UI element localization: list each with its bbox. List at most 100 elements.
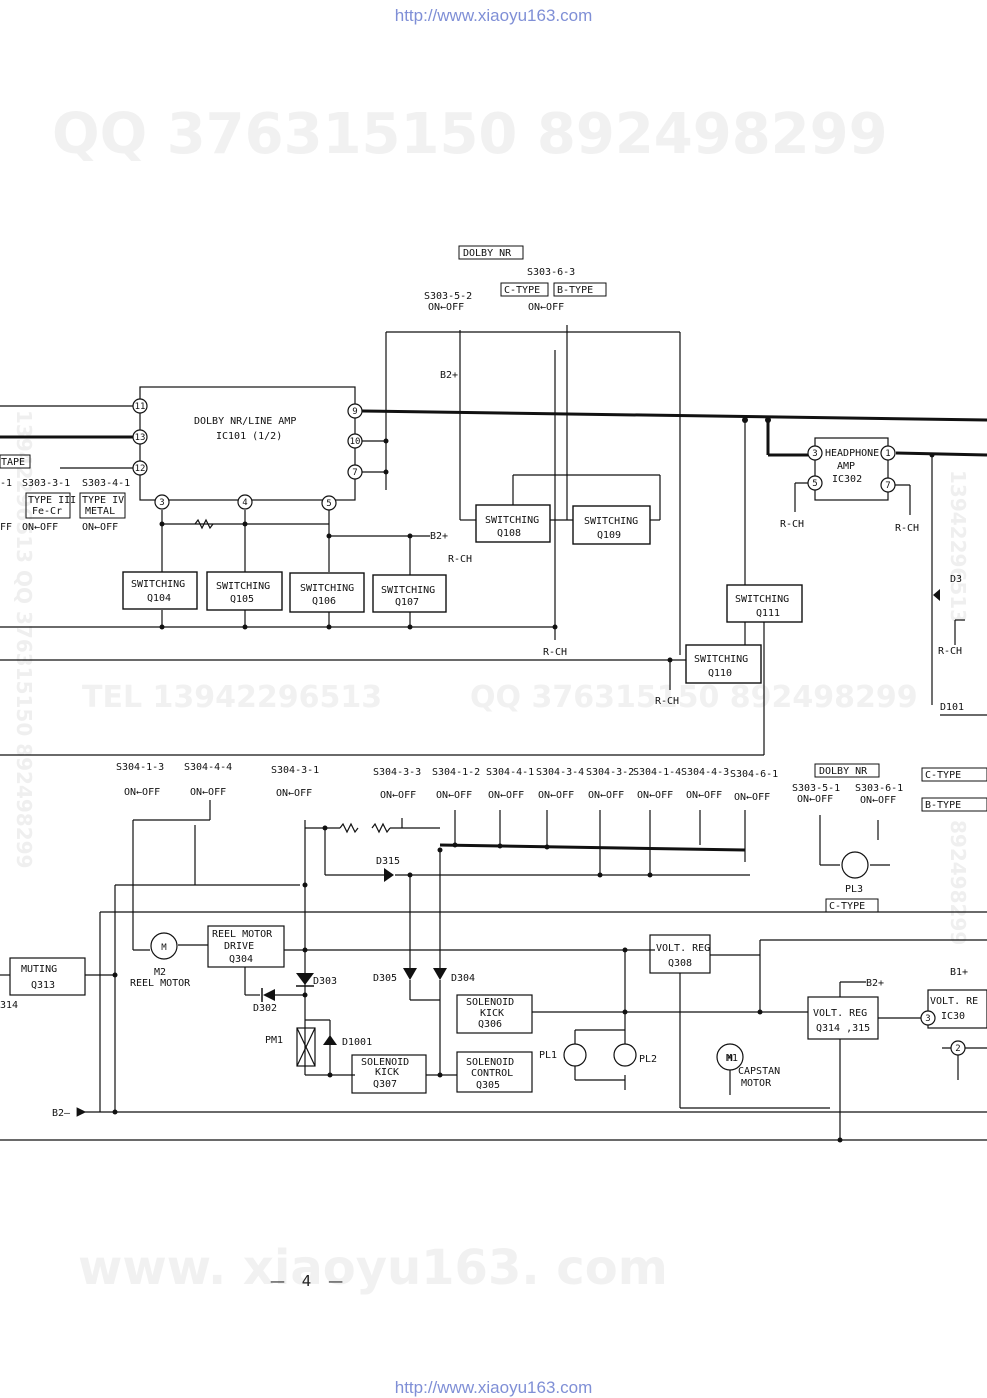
reel-drive-label-1: REEL MOTOR bbox=[212, 929, 273, 940]
s303-6-3-label: S303-6-3 bbox=[527, 267, 575, 278]
switching-q106-id: Q106 bbox=[312, 596, 336, 607]
lamp-pl2 bbox=[613, 1043, 637, 1067]
d1001-label: D1001 bbox=[342, 1037, 372, 1048]
b-type-right-label: B-TYPE bbox=[925, 800, 961, 811]
s304-4-4-label: S304-4-4 bbox=[184, 762, 232, 773]
solenoid-control-label-3: Q305 bbox=[476, 1080, 500, 1091]
ic30-partial-label: IC30 bbox=[941, 1011, 965, 1022]
r-ch-label-6: R-CH bbox=[938, 646, 962, 657]
s304-4-4-on-off: ON←OFF bbox=[190, 787, 226, 798]
switching-q105-label: SWITCHING bbox=[216, 581, 270, 592]
pm1-solenoid bbox=[296, 1027, 316, 1067]
r-ch-label-1: R-CH bbox=[780, 519, 804, 530]
bz-minus-label: B2— bbox=[52, 1108, 71, 1119]
s303-4-1-on-off: ON←OFF bbox=[82, 522, 118, 533]
r-ch-label-3: R-CH bbox=[448, 554, 472, 565]
type-iii-label-1: TYPE III bbox=[28, 495, 76, 506]
resistors bbox=[194, 518, 391, 834]
motor-label: MOTOR bbox=[741, 1078, 772, 1089]
switching-q104-id: Q104 bbox=[147, 593, 171, 604]
s303-5-1-on-off: ON←OFF bbox=[797, 794, 833, 805]
pl2-label: PL2 bbox=[639, 1054, 657, 1065]
r-ch-label-2: R-CH bbox=[895, 523, 919, 534]
lamp-pl3 bbox=[841, 851, 869, 879]
hp-amp-label-1: HEADPHONE bbox=[825, 448, 879, 459]
c-type-right-label: C-TYPE bbox=[925, 770, 961, 781]
svg-text:5: 5 bbox=[812, 479, 817, 489]
switching-q107-id: Q107 bbox=[395, 597, 419, 608]
type-iv-label-1: TYPE IV bbox=[82, 495, 124, 506]
switching-q108-label: SWITCHING bbox=[485, 515, 539, 526]
d315-label: D315 bbox=[376, 856, 400, 867]
bz-plus-mid: B2+ bbox=[430, 531, 448, 542]
s303-4-1-label: S303-4-1 bbox=[82, 478, 130, 489]
b-type-label: B-TYPE bbox=[557, 285, 593, 296]
d3-partial-label: D3 bbox=[950, 574, 962, 585]
svg-text:11: 11 bbox=[135, 402, 146, 412]
watermark-qq-mid: QQ 376315150 892498299 bbox=[470, 680, 918, 715]
solenoid-control-box bbox=[456, 1051, 533, 1093]
solenoid-kick-q306-box bbox=[456, 994, 533, 1034]
pm1-label: PM1 bbox=[265, 1035, 283, 1046]
s303-6-1-on-off: ON←OFF bbox=[860, 795, 896, 806]
d303-label: D303 bbox=[313, 976, 337, 987]
s304-4-3-on-off: ON←OFF bbox=[686, 790, 722, 801]
svg-text:10: 10 bbox=[350, 437, 361, 447]
muting-label-1: MUTING bbox=[21, 964, 57, 975]
d302-label: D302 bbox=[253, 1003, 277, 1014]
c-type-pl3-label: C-TYPE bbox=[829, 901, 865, 912]
solenoid-kick-q306-label-2: KICK bbox=[480, 1008, 504, 1019]
solenoid-kick-q307-label-2: KICK bbox=[375, 1067, 399, 1078]
footer-url[interactable]: http://www.xiaoyu163.com bbox=[394, 1378, 593, 1397]
capstan-label: CAPSTAN bbox=[738, 1066, 780, 1077]
watermark-website: www. xiaoyu163. com bbox=[78, 1240, 668, 1296]
diodes bbox=[261, 589, 940, 1045]
solenoid-kick-q306-label-1: SOLENOID bbox=[466, 997, 514, 1008]
header-url[interactable]: http://www.xiaoyu163.com bbox=[394, 6, 593, 25]
muting-label-2: Q313 bbox=[31, 980, 55, 991]
d305-label: D305 bbox=[373, 973, 397, 984]
d304-label: D304 bbox=[451, 973, 475, 984]
s303-6-3-on-off: ON←OFF bbox=[528, 302, 564, 313]
reel-motor-label: REEL MOTOR bbox=[130, 978, 191, 989]
s304-4-1-on-off: ON←OFF bbox=[488, 790, 524, 801]
switching-q110-label: SWITCHING bbox=[694, 654, 748, 665]
s303-5-2-on-off: ON←OFF bbox=[428, 302, 464, 313]
s303-3-1-label: S303-3-1 bbox=[22, 478, 70, 489]
s304-1-2-on-off: ON←OFF bbox=[436, 790, 472, 801]
volt-reg-q314-label-2: Q314 ,315 bbox=[816, 1023, 870, 1034]
solenoid-kick-q307-label-3: Q307 bbox=[373, 1079, 397, 1090]
watermark-tel: TEL 13942296513 bbox=[82, 680, 383, 715]
lamp-pl1 bbox=[563, 1043, 587, 1067]
s304-1-4-label: S304-1-4 bbox=[633, 767, 681, 778]
pl1-label: PL1 bbox=[539, 1050, 557, 1061]
label-frames bbox=[0, 245, 987, 913]
svg-text:7: 7 bbox=[885, 481, 890, 491]
switching-boxes bbox=[122, 504, 803, 684]
s304-3-1-on-off: ON←OFF bbox=[276, 788, 312, 799]
switching-q104-label: SWITCHING bbox=[131, 579, 185, 590]
dolby-nr-top-label: DOLBY NR bbox=[463, 248, 512, 259]
switching-q110-id: Q110 bbox=[708, 668, 732, 679]
solenoid-control-label-1: SOLENOID bbox=[466, 1057, 514, 1068]
reel-drive-label-3: Q304 bbox=[229, 954, 253, 965]
switching-q109-id: Q109 bbox=[597, 530, 621, 541]
r-ch-label-4: R-CH bbox=[543, 647, 567, 658]
svg-text:3: 3 bbox=[812, 449, 817, 459]
s304-3-4-on-off: ON←OFF bbox=[538, 790, 574, 801]
volt-re-partial-label: VOLT. RE bbox=[930, 996, 978, 1007]
junction-dots bbox=[112, 417, 935, 1143]
dolby-amp-box bbox=[139, 386, 356, 501]
s304-4-3-label: S304-4-3 bbox=[681, 767, 729, 778]
s304-1-4-on-off: ON←OFF bbox=[637, 790, 673, 801]
type-iii-label-2: Fe-Cr bbox=[32, 506, 62, 517]
hp-amp-label-2: AMP bbox=[837, 461, 855, 472]
switching-q111-label: SWITCHING bbox=[735, 594, 789, 605]
volt-reg-label-1: VOLT. REG bbox=[656, 943, 710, 954]
svg-text:7: 7 bbox=[352, 468, 357, 478]
capstan-motor-m1 bbox=[716, 1043, 744, 1071]
switching-q105-id: Q105 bbox=[230, 594, 254, 605]
motor-lamp-symbols bbox=[150, 851, 869, 1071]
bz-plus-top: B2+ bbox=[440, 370, 458, 381]
solenoid-control-label-2: CONTROL bbox=[471, 1068, 513, 1079]
